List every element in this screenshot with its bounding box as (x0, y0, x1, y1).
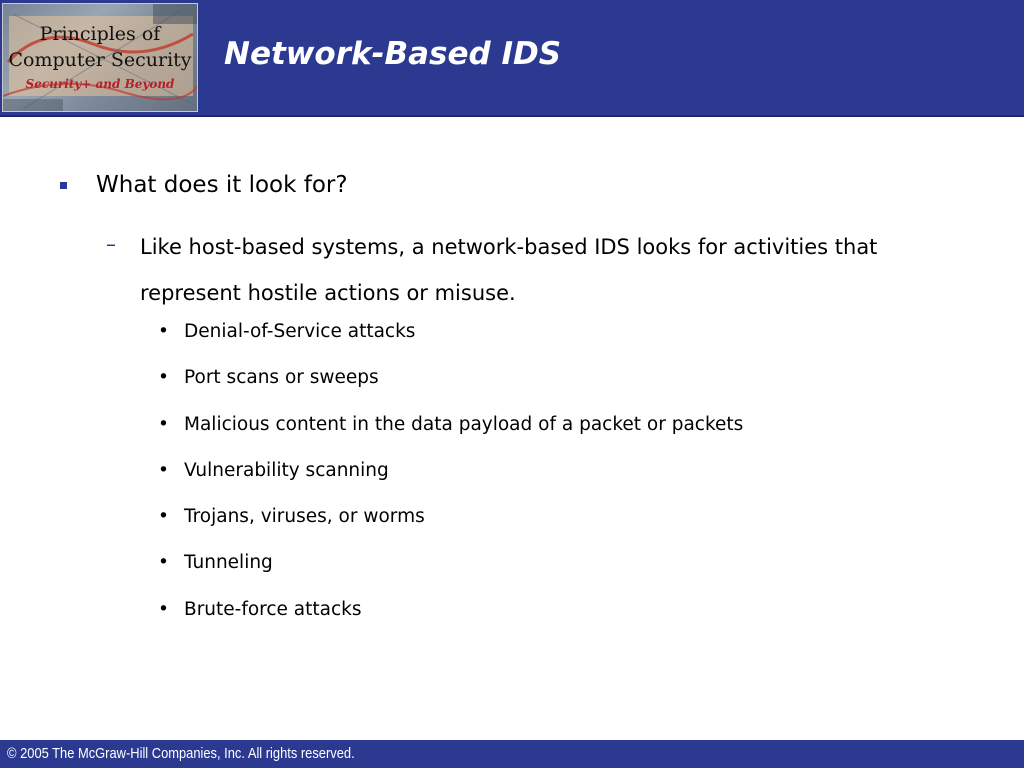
list-item: • Trojans, viruses, or worms (158, 506, 743, 552)
sub-bullet-text: Like host-based systems, a network-based… (140, 235, 878, 305)
list-item-text: Brute-force attacks (184, 598, 362, 620)
logo-title-line1: Principles of (39, 23, 161, 45)
list-item-text: Malicious content in the data payload of… (184, 413, 744, 435)
list-item: • Port scans or sweeps (158, 367, 743, 413)
dot-bullet-icon: • (158, 506, 169, 528)
dot-bullet-icon: • (158, 321, 169, 342)
list-item: • Denial-of-Service attacks (158, 321, 743, 367)
list-item: • Vulnerability scanning (158, 460, 743, 506)
book-logo: Principles of Computer Security Security… (2, 3, 198, 112)
slide-title: Network-Based IDS (224, 36, 562, 72)
list-item-text: Tunneling (184, 552, 273, 574)
list-item-text: Denial-of-Service attacks (184, 321, 416, 342)
attack-types-list: • Denial-of-Service attacks • Port scans o… (158, 321, 743, 645)
footer-bar: © 2005 The McGraw-Hill Companies, Inc. A… (0, 740, 1024, 768)
main-bullet-text: What does it look for? (96, 172, 348, 198)
list-item: • Malicious content in the data payload o… (158, 414, 743, 460)
logo-subtitle: Security+ and Beyond (25, 77, 175, 91)
list-item-text: Vulnerability scanning (184, 459, 389, 481)
dot-bullet-icon: • (158, 367, 169, 389)
header-divider (0, 115, 1024, 117)
dot-bullet-icon: • (158, 552, 169, 574)
logo-background-art (3, 4, 197, 111)
copyright-text: © 2005 The McGraw-Hill Companies, Inc. A… (7, 745, 355, 762)
list-item-text: Trojans, viruses, or worms (184, 506, 425, 528)
list-item: • Brute-force attacks (158, 599, 743, 645)
square-bullet-icon (60, 182, 67, 189)
list-item-text: Port scans or sweeps (184, 367, 379, 389)
dash-bullet-icon: – (106, 232, 116, 256)
logo-title-line2: Computer Security (8, 49, 192, 71)
dot-bullet-icon: • (158, 459, 169, 481)
dot-bullet-icon: • (158, 598, 169, 620)
dot-bullet-icon: • (158, 413, 169, 435)
list-item: • Tunneling (158, 552, 743, 598)
